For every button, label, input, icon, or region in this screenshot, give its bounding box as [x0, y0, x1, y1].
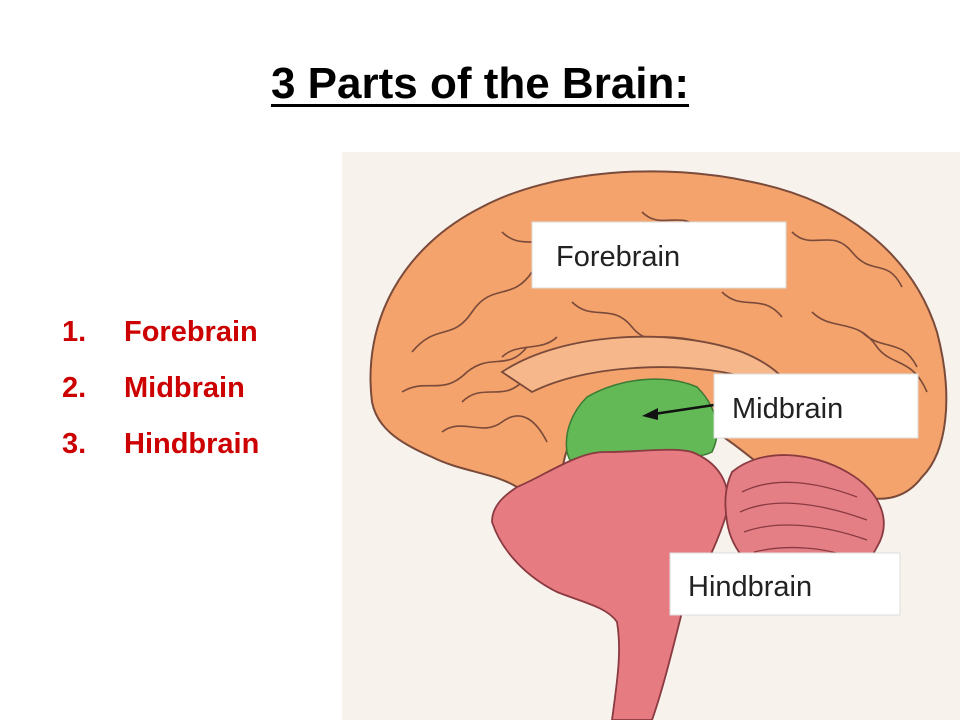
hindbrain-label-box — [669, 552, 901, 616]
list-item: 3. Hindbrain — [62, 416, 259, 472]
midbrain-label-box — [713, 373, 919, 439]
list-item-label: Hindbrain — [124, 428, 260, 460]
forebrain-label: Forebrain — [556, 241, 680, 273]
list-item-label: Midbrain — [124, 372, 245, 404]
slide-title: 3 Parts of the Brain: — [0, 62, 960, 106]
list-item-label: Forebrain — [124, 316, 258, 348]
list-item-number: 3. — [62, 428, 87, 460]
midbrain-arrow — [642, 403, 715, 420]
brain-diagram-svg: Forebrain Midbrain Hindbrain — [369, 170, 948, 720]
forebrain-label-box — [531, 221, 787, 289]
brain-diagram: Forebrain Midbrain Hindbrain — [342, 152, 960, 720]
list-item-number: 2. — [62, 372, 87, 404]
hindbrain-region — [491, 448, 729, 720]
list-item: 2. Midbrain — [62, 360, 259, 416]
brain-parts-list: 1. Forebrain 2. Midbrain 3. Hindbrain — [62, 304, 259, 472]
list-item-number: 1. — [62, 316, 87, 348]
hindbrain-label: Hindbrain — [688, 571, 812, 603]
list-item: 1. Forebrain — [62, 304, 259, 360]
midbrain-label: Midbrain — [732, 393, 843, 425]
slide-title-text: 3 Parts of the Brain: — [270, 59, 690, 108]
